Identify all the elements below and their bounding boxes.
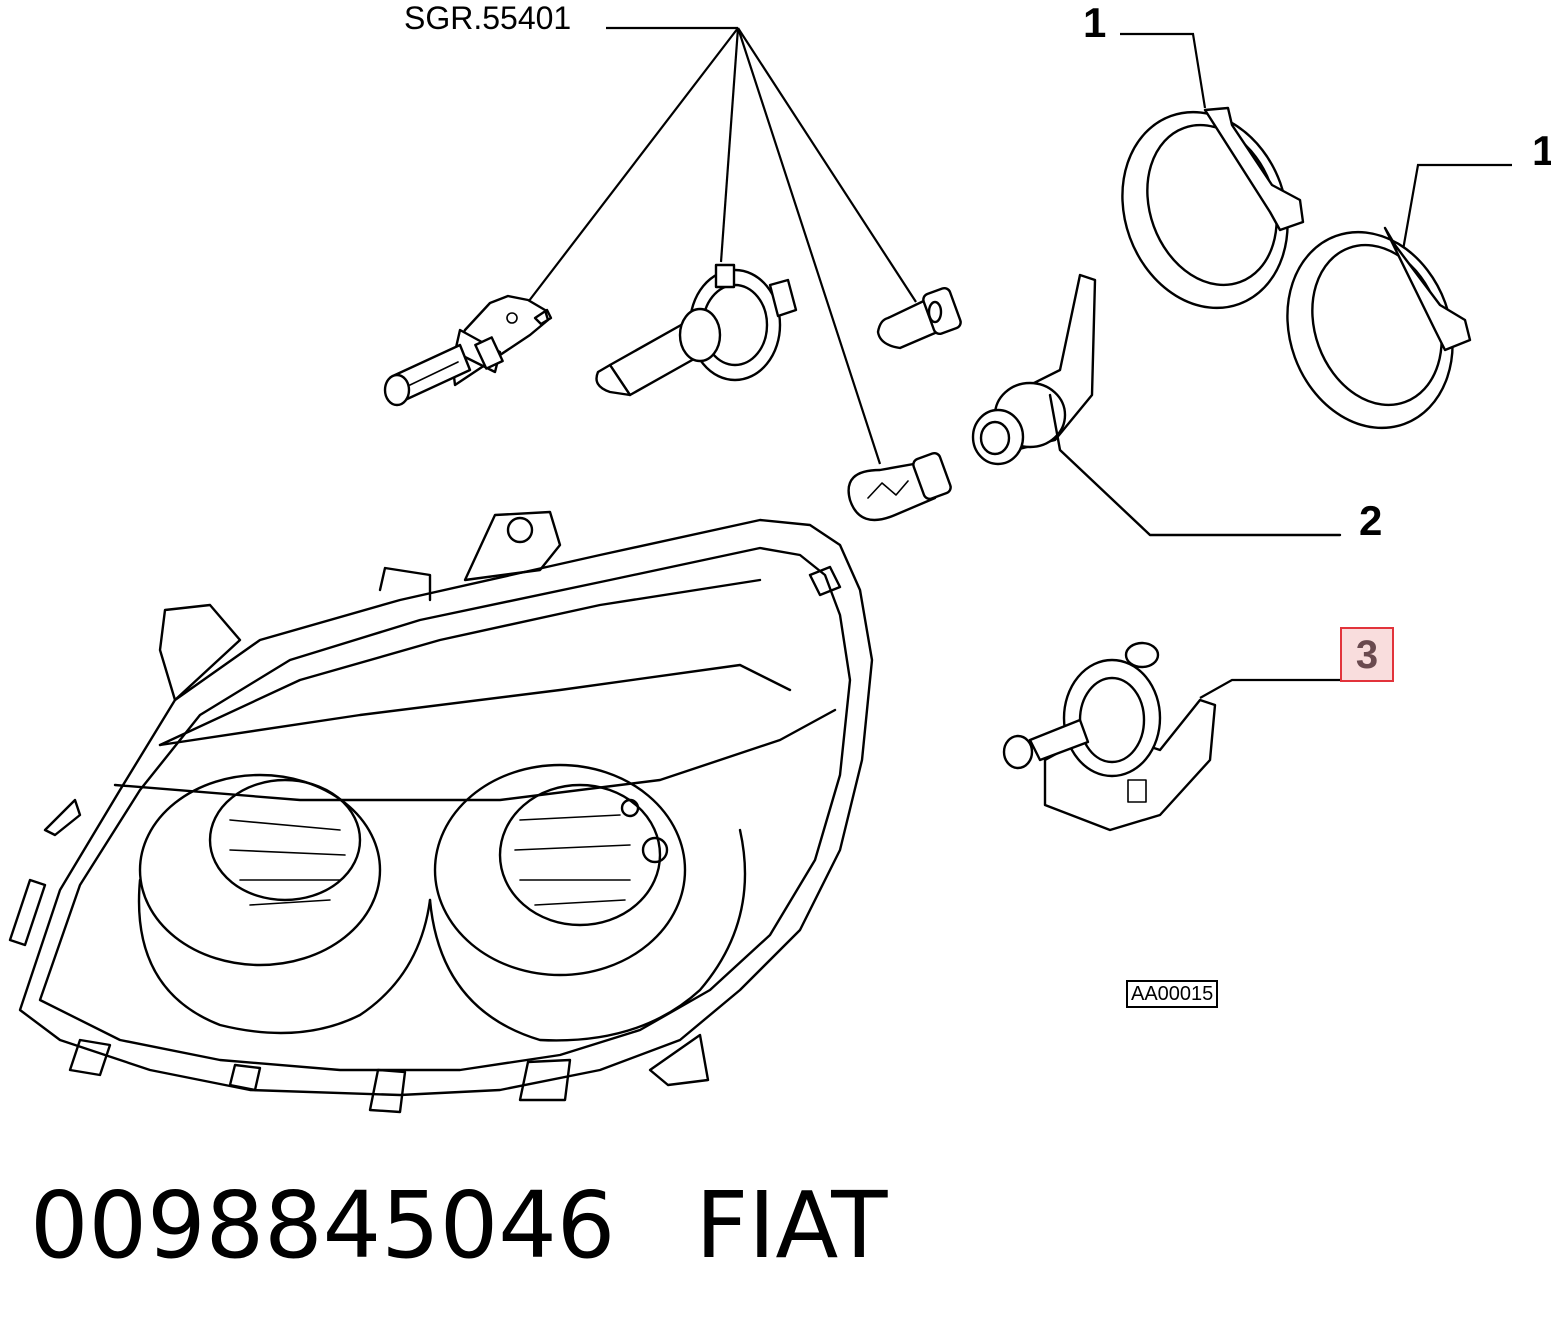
lamp-cover-cap-2-icon[interactable] [1261,209,1480,452]
h1-bulb-icon[interactable] [383,294,553,407]
group-reference-label: SGR.55401 [404,0,572,36]
callout-1-cover-cap-a[interactable]: 1 [1083,0,1107,46]
headlamp-assembly-icon [8,510,874,1114]
callout-3-leveling-motor-highlighted[interactable]: 3 [1340,627,1394,682]
callout-1-cover-cap-b[interactable]: 1 [1532,127,1551,174]
brand-name: FIAT [695,1172,888,1279]
callout-2-bulb-holder[interactable]: 2 [1359,497,1383,544]
h7-bulb-icon[interactable] [595,263,798,397]
leveling-motor-icon[interactable] [1002,641,1340,832]
part-number: 0098845046 [30,1172,616,1279]
w5w-bulb-icon[interactable] [876,286,962,350]
group-reference-leaders [521,26,917,465]
lamp-cover-cap-1-icon[interactable] [1096,89,1315,332]
indicator-bulb-icon[interactable] [847,451,953,522]
figure-code-label: AA00015 [1126,980,1219,1008]
bulb-holder-icon[interactable] [971,273,1342,537]
